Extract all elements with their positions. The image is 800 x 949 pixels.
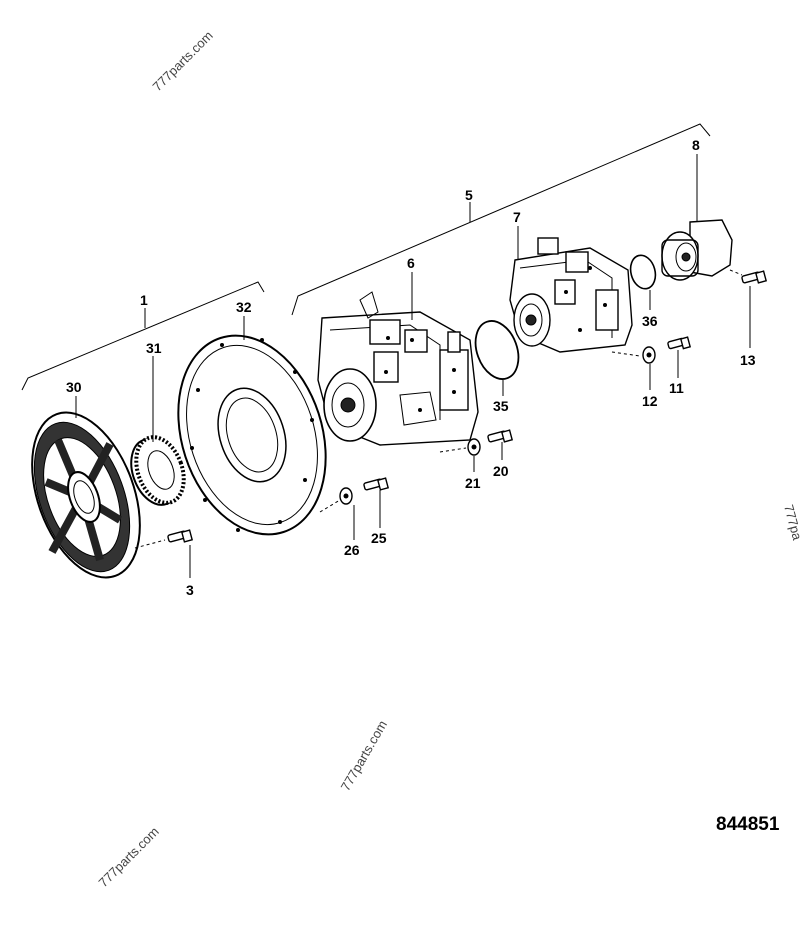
part-7-secondary-pump [509,237,633,353]
leader-lines [75,154,751,578]
callout-25: 25 [371,530,387,546]
watermark-right-edge: 777pa [781,503,800,543]
part-25-bolt [363,477,390,491]
callout-21: 21 [465,475,481,491]
part-31-gear [130,435,186,506]
part-8-gear-pump [661,219,733,281]
part-26-nut [339,487,353,505]
callout-3: 3 [186,582,194,598]
callout-7: 7 [513,209,521,225]
callout-5: 5 [465,187,473,203]
callout-1: 1 [140,292,148,308]
callout-11: 11 [669,380,684,396]
part-21-nut [467,438,481,456]
callout-26: 26 [344,542,360,558]
watermark-bottom: 777parts.com [96,824,162,890]
callout-13: 13 [740,352,756,368]
callout-36: 36 [642,313,658,329]
callout-31: 31 [146,340,162,356]
part-3-bolt [167,529,194,543]
watermark-top: 777parts.com [150,28,216,94]
figure-number: 844851 [716,814,780,835]
callout-6: 6 [407,255,415,271]
part-13-bolt [741,270,768,284]
callout-20: 20 [493,463,509,479]
callout-labels: 1 30 31 32 3 5 6 7 8 35 36 12 11 13 20 2… [66,137,756,598]
part-30-coupling-hub [31,411,141,579]
bracket-assembly-5 [291,123,711,316]
callout-8: 8 [692,137,700,153]
part-11-bolt [667,336,692,350]
part-6-main-pump [317,291,479,446]
callout-12: 12 [642,393,658,409]
part-35-o-ring [474,320,520,380]
watermark-middle: 777parts.com [338,718,390,794]
part-12-nut [642,346,656,364]
part-32-flywheel-plate [177,334,327,536]
part-20-bolt [487,429,514,443]
callout-35: 35 [493,398,509,414]
part-36-o-ring [629,254,657,290]
callout-32: 32 [236,299,252,315]
bracket-assembly-1 [21,281,265,391]
callout-30: 30 [66,379,82,395]
